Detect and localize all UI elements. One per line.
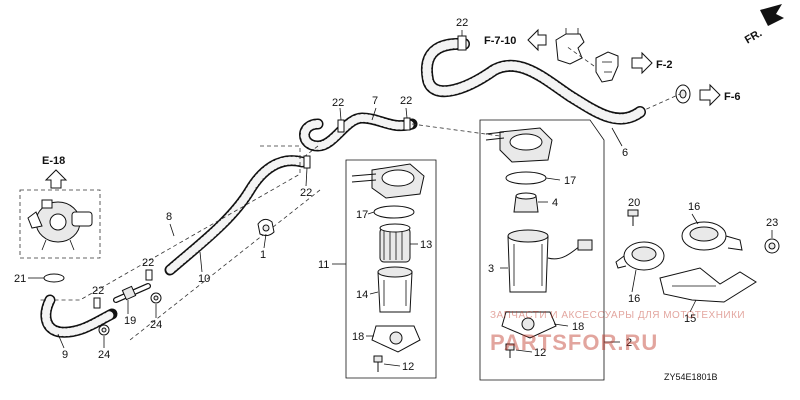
filter-holder-16-right — [681, 221, 743, 251]
callout-20: 20 — [628, 197, 640, 209]
hose-clip-22-mid — [303, 155, 311, 169]
callout-22-left: 22 — [332, 97, 344, 109]
float-4 — [513, 192, 539, 213]
watermark-line1: ЗАПЧАСТИ И АКСЕССУАРЫ ДЛЯ МОТОТЕХНИКИ — [490, 310, 745, 321]
fuel-hose-6 — [421, 37, 646, 125]
callout-6: 6 — [622, 147, 628, 159]
bracket-18-left — [371, 325, 421, 353]
bracket-18-right — [501, 311, 557, 339]
callout-1: 1 — [260, 249, 266, 261]
diagram-code: ZY54E1801B — [664, 372, 718, 382]
callout-15: 15 — [684, 313, 696, 325]
ref-f-7-10-label: F-7-10 — [484, 35, 516, 47]
filter-cup-14 — [377, 266, 413, 313]
clamp-24-right — [150, 292, 162, 304]
callout-22-right: 22 — [400, 95, 412, 107]
callout-22-low-left: 22 — [92, 285, 104, 297]
callout-3: 3 — [488, 263, 494, 275]
callout-17-right: 17 — [564, 175, 576, 187]
callout-8: 8 — [166, 211, 172, 223]
ref-arrow-f-7-10[interactable]: F-7-10 — [484, 28, 547, 52]
ref-f-6-arrow-icon — [699, 83, 721, 107]
bolt-12-right — [505, 343, 515, 358]
callout-22-top: 22 — [456, 17, 468, 29]
o-ring-17-left — [373, 205, 415, 219]
fuel-hose-9 — [40, 294, 118, 338]
fuel-hose-10 — [164, 155, 308, 276]
callout-12-left: 12 — [402, 361, 414, 373]
callout-17-left: 17 — [356, 209, 368, 221]
filter-head-right — [485, 127, 553, 163]
callout-24-left: 24 — [98, 349, 110, 361]
filter-element-13 — [379, 223, 411, 263]
ref-f-2-arrow-icon — [631, 51, 653, 75]
callout-24-right: 24 — [150, 319, 162, 331]
front-direction-arrow: FR. — [743, 4, 784, 47]
callout-16-left: 16 — [628, 293, 640, 305]
ref-f-7-10-arrow-icon — [527, 28, 547, 52]
callout-14: 14 — [356, 289, 368, 301]
callout-22-mid: 22 — [300, 187, 312, 199]
ref-e-18-label: E-18 — [42, 155, 65, 167]
callout-2: 2 — [626, 337, 632, 349]
bolt-12-left — [373, 355, 383, 372]
callout-10: 10 — [198, 273, 210, 285]
callout-4: 4 — [552, 197, 558, 209]
ref-e-18-arrow-icon[interactable] — [44, 169, 68, 189]
callout-22-low-right: 22 — [142, 257, 154, 269]
ref-f-2-label: F-2 — [656, 59, 673, 71]
callout-23: 23 — [766, 217, 778, 229]
callout-16-right: 16 — [688, 201, 700, 213]
hose-clip-22-low-left — [93, 297, 101, 309]
callout-12-right: 12 — [534, 347, 546, 359]
water-separator-3 — [507, 229, 593, 293]
callout-11: 11 — [318, 259, 329, 271]
ref-arrow-f-6[interactable]: F-6 — [699, 83, 741, 107]
fuel-filter-assembly-11-frame — [345, 159, 437, 379]
fr-label: FR. — [743, 27, 764, 46]
clip-21 — [43, 273, 65, 283]
watermark: ЗАПЧАСТИ И АКСЕССУАРЫ ДЛЯ МОТОТЕХНИКИ PA… — [490, 310, 745, 355]
bolt-20 — [627, 209, 639, 226]
hose-clip-group-top — [555, 28, 691, 104]
mount-bracket-15 — [659, 267, 757, 303]
grommet-23 — [764, 238, 780, 254]
callout-18-right: 18 — [572, 321, 584, 333]
filter-holder-16-left — [615, 241, 665, 271]
hose-clip-22-low-right — [145, 269, 153, 281]
hose-clip-22-top — [457, 35, 467, 51]
clamp-24-left — [98, 324, 110, 336]
watermark-line2: PARTSFOR.RU — [490, 330, 658, 355]
callout-18-left: 18 — [352, 331, 364, 343]
callout-13: 13 — [420, 239, 432, 251]
ref-f-6-label: F-6 — [724, 91, 741, 103]
fuel-hose-7 — [299, 112, 418, 152]
joint-19 — [113, 283, 151, 303]
fuel-filter-assembly-2-frame — [479, 119, 605, 381]
callout-9: 9 — [62, 349, 68, 361]
callout-19: 19 — [124, 315, 136, 327]
hose-clip-22-right — [403, 117, 411, 131]
callout-21: 21 — [14, 273, 26, 285]
fuel-pump-e18 — [19, 189, 101, 259]
callout-7: 7 — [372, 95, 378, 107]
filter-head-left — [351, 163, 425, 199]
hose-clip-22-left — [337, 119, 345, 133]
ref-arrow-f-2[interactable]: F-2 — [631, 51, 673, 75]
o-ring-17-right — [505, 171, 547, 185]
hose-clamp-1 — [257, 218, 275, 237]
